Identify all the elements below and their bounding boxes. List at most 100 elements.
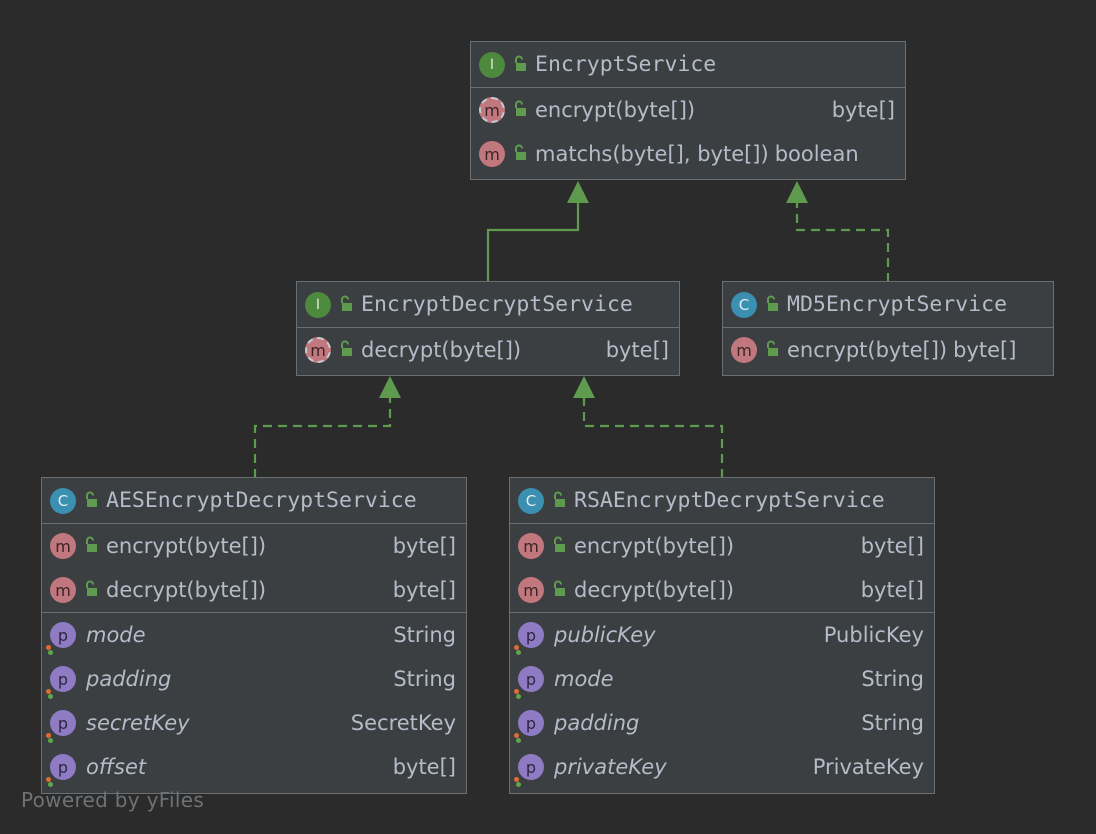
unlock-icon [84,580,98,600]
class-title: RSAEncryptDecryptService [574,488,885,513]
unlock-icon [84,536,98,556]
unlock-icon [552,580,566,600]
method-icon: m [731,337,757,363]
method-name: matchs(byte[], byte[]) [535,142,769,166]
field-name: privateKey [554,755,667,779]
field-type: PublicKey [823,623,924,647]
method-row[interactable]: m encrypt(byte[]) byte[] [723,328,1053,372]
method-row[interactable]: m decrypt(byte[]) byte[] [42,568,466,612]
method-name: encrypt(byte[]) [787,338,948,362]
method-return-type: byte[] [860,534,924,558]
unlock-icon [339,340,353,360]
method-icon: m [50,533,76,559]
method-row[interactable]: m encrypt(byte[]) byte[] [510,524,934,568]
field-row[interactable]: p privateKey PrivateKey [510,745,934,789]
method-name: encrypt(byte[]) [574,534,735,558]
method-name: decrypt(byte[]) [361,338,522,362]
node-rsa-encrypt-decrypt-service[interactable]: C RSAEncryptDecryptService m encrypt(byt… [509,477,935,794]
powered-by-footer: Powered by yFiles [21,788,205,812]
methods-section: m encrypt(byte[]) byte[] m matchs(byte[]… [471,88,905,176]
property-icon: p [514,754,544,782]
field-row[interactable]: p padding String [510,701,934,745]
class-title: AESEncryptDecryptService [106,488,417,513]
arrowhead-encryptdecrypt-left [379,376,401,398]
method-row[interactable]: m decrypt(byte[]) byte[] [297,328,679,372]
method-icon: m [479,97,505,123]
methods-section: m encrypt(byte[]) byte[] m decrypt(byte[… [42,524,466,613]
method-name: decrypt(byte[]) [574,578,735,602]
fields-section: p mode String p padding String p secretK… [42,613,466,789]
class-title: MD5EncryptService [787,292,1008,317]
method-name: encrypt(byte[]) [535,98,696,122]
field-name: secretKey [86,711,190,735]
edge-rsa-to-encryptdecrypt [582,395,724,478]
method-return-type: byte[] [392,578,456,602]
method-icon: m [518,577,544,603]
field-row[interactable]: p offset byte[] [42,745,466,789]
node-header: C RSAEncryptDecryptService [510,478,934,524]
field-name: mode [554,667,614,691]
property-icon: p [514,710,544,738]
node-encrypt-service[interactable]: I EncryptService m encrypt(byte[]) byte[… [470,41,906,180]
node-header: I EncryptService [471,42,905,88]
field-row[interactable]: p secretKey SecretKey [42,701,466,745]
edge-md5-to-encrypt [795,200,890,282]
method-icon: m [305,337,331,363]
property-icon: p [514,666,544,694]
field-type: PrivateKey [812,755,924,779]
field-row[interactable]: p publicKey PublicKey [510,613,934,657]
unlock-icon [765,340,779,360]
method-return-type: byte[] [860,578,924,602]
unlock-icon [84,491,98,511]
property-icon: p [46,622,76,650]
field-type: String [861,667,924,691]
method-row[interactable]: m decrypt(byte[]) byte[] [510,568,934,612]
field-name: padding [554,711,640,735]
unlock-icon [513,144,527,164]
class-title: EncryptService [535,52,717,77]
node-aes-encrypt-decrypt-service[interactable]: C AESEncryptDecryptService m encrypt(byt… [41,477,467,794]
method-row[interactable]: m encrypt(byte[]) byte[] [42,524,466,568]
edge-encryptdecrypt-to-encrypt [486,200,580,282]
node-encrypt-decrypt-service[interactable]: I EncryptDecryptService m decrypt(byte[]… [296,281,680,376]
node-header: C AESEncryptDecryptService [42,478,466,524]
fields-section: p publicKey PublicKey p mode String p pa… [510,613,934,789]
unlock-icon [513,100,527,120]
edge-aes-to-encryptdecrypt [253,395,392,478]
field-type: String [393,623,456,647]
method-icon: m [518,533,544,559]
class-icon: C [731,291,757,318]
field-row[interactable]: p mode String [510,657,934,701]
field-name: publicKey [554,623,656,647]
node-md5-encrypt-service[interactable]: C MD5EncryptService m encrypt(byte[]) by… [722,281,1054,376]
unlock-icon [552,491,566,511]
field-type: String [861,711,924,735]
method-row[interactable]: m matchs(byte[], byte[]) boolean [471,132,905,176]
method-return-type: boolean [774,142,859,166]
field-type: String [393,667,456,691]
method-row[interactable]: m encrypt(byte[]) byte[] [471,88,905,132]
methods-section: m encrypt(byte[]) byte[] m decrypt(byte[… [510,524,934,613]
property-icon: p [46,754,76,782]
node-header: C MD5EncryptService [723,282,1053,328]
field-name: offset [86,755,147,779]
method-return-type: byte[] [831,98,895,122]
field-row[interactable]: p mode String [42,613,466,657]
method-return-type: byte[] [392,534,456,558]
field-type: SecretKey [350,711,456,735]
unlock-icon [513,55,527,75]
arrowhead-encryptdecrypt-right [573,376,595,398]
field-row[interactable]: p padding String [42,657,466,701]
method-icon: m [50,577,76,603]
property-icon: p [514,622,544,650]
arrowhead-encrypt-right [786,181,808,203]
property-icon: p [46,710,76,738]
field-name: padding [86,667,172,691]
class-icon: C [50,487,76,514]
methods-section: m decrypt(byte[]) byte[] [297,328,679,372]
field-type: byte[] [392,755,456,779]
method-return-type: byte[] [953,338,1017,362]
class-icon: C [518,487,544,514]
unlock-icon [552,536,566,556]
